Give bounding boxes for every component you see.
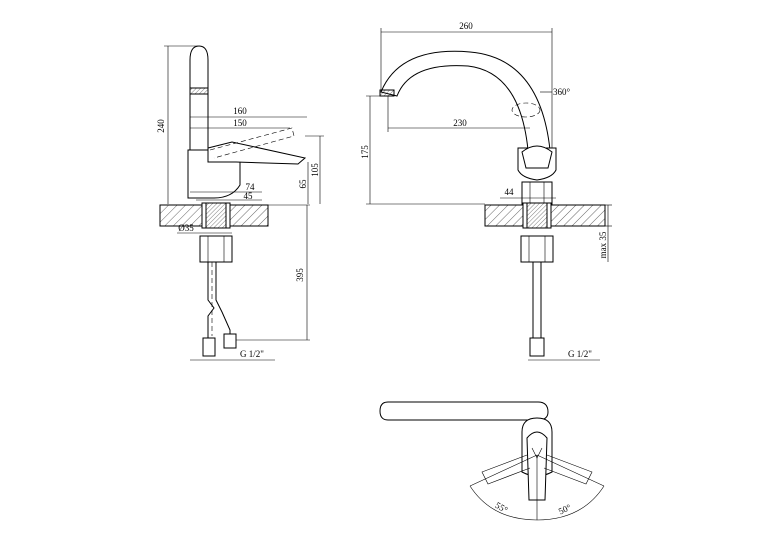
front-nut [520,235,554,263]
dim-front-max-thickness: max 35 [598,231,608,258]
dim-side-body-width-inner: 45 [244,191,254,201]
side-nut [199,235,233,263]
top-lever-right-position [543,454,593,485]
front-view: 260 360° 230 175 44 max 35 G 1/2" [360,21,612,361]
dim-side-body-width-outer: 74 [246,182,256,192]
front-lever [521,145,553,169]
top-spout [379,401,549,421]
side-aerator [189,87,209,95]
front-hose-fitting [529,337,545,357]
dim-side-thread: G 1/2" [240,349,264,359]
front-aerator [379,89,395,97]
side-hose-right [215,262,231,340]
dim-side-height-total: 240 [156,119,166,133]
front-swivel-ring [511,102,541,118]
side-hose-fitting-left [202,337,216,357]
dim-side-lever-height: 105 [310,163,320,177]
dim-top-angle-right: 50° [557,502,573,517]
side-hose-fitting-right [223,333,237,349]
top-angle-arc [469,485,605,521]
side-lever [207,141,307,165]
dim-front-spout-reach: 230 [453,118,467,128]
dim-front-overall-width: 260 [459,21,473,31]
side-hose-left [207,262,215,340]
dim-side-base-diameter: Ø35 [178,223,194,233]
dim-side-lever-reach-outer: 160 [233,106,247,116]
front-spout [380,50,551,151]
dim-front-thread: G 1/2" [568,349,592,359]
side-spout-tube [189,45,209,151]
dim-front-rotation: 360° [553,87,571,97]
dim-front-base-width: 44 [505,187,515,197]
dim-side-hose-length: 395 [295,268,305,282]
dim-top-angle-left: 55° [494,500,510,515]
top-view: 55° 50° [379,401,605,521]
side-lever-raised [209,127,295,159]
dim-front-spout-height: 175 [360,145,370,159]
dim-side-lever-reach-inner: 150 [233,118,247,128]
top-lever-left-position [481,454,531,485]
side-view: 240 160 150 105 65 74 45 Ø35 395 G 1/2" [156,45,324,361]
side-shank-thread [205,202,227,229]
dim-side-body-height: 65 [298,179,308,189]
